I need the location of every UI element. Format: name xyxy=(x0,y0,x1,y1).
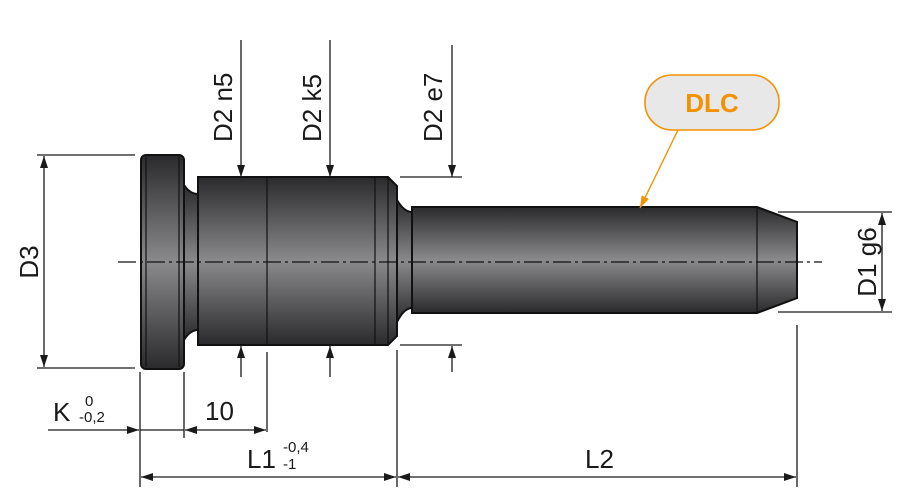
dimension-10: 10 xyxy=(185,396,266,434)
guide-body xyxy=(197,176,398,346)
dlc-callout: DLC xyxy=(639,74,780,209)
svg-text:D2 e7: D2 e7 xyxy=(418,73,448,142)
dimension-d2-n5: D2 n5 xyxy=(208,40,245,377)
dimension-d2-e7: D2 e7 xyxy=(400,45,462,372)
dimension-l1: L1 -0,4 -1 xyxy=(141,439,396,481)
svg-text:L1: L1 xyxy=(247,444,276,474)
svg-text:K: K xyxy=(53,397,71,427)
svg-text:10: 10 xyxy=(205,396,234,426)
pin-body xyxy=(118,154,822,370)
dimension-d1-g6: D1 g6 xyxy=(778,211,892,313)
svg-text:L2: L2 xyxy=(585,444,614,474)
dlc-bubble xyxy=(644,74,780,131)
pin-shaft xyxy=(411,206,798,314)
dimension-d3: D3 xyxy=(14,154,135,369)
svg-text:D2 k5: D2 k5 xyxy=(297,74,327,142)
svg-text:D2 n5: D2 n5 xyxy=(208,73,238,142)
svg-text:-1: -1 xyxy=(283,456,296,473)
svg-text:-0,4: -0,4 xyxy=(283,439,309,456)
svg-text:DLC: DLC xyxy=(685,88,739,118)
dimension-d2-k5: D2 k5 xyxy=(297,40,334,377)
svg-text:-0,2: -0,2 xyxy=(79,409,105,426)
svg-text:D1 g6: D1 g6 xyxy=(852,227,882,296)
extension-lines xyxy=(139,325,798,487)
dimension-l2: L2 xyxy=(398,444,796,481)
svg-text:D3: D3 xyxy=(14,245,44,278)
groove xyxy=(396,196,413,323)
svg-text:0: 0 xyxy=(85,393,93,410)
dimension-k: K 0 -0,2 xyxy=(48,393,184,434)
